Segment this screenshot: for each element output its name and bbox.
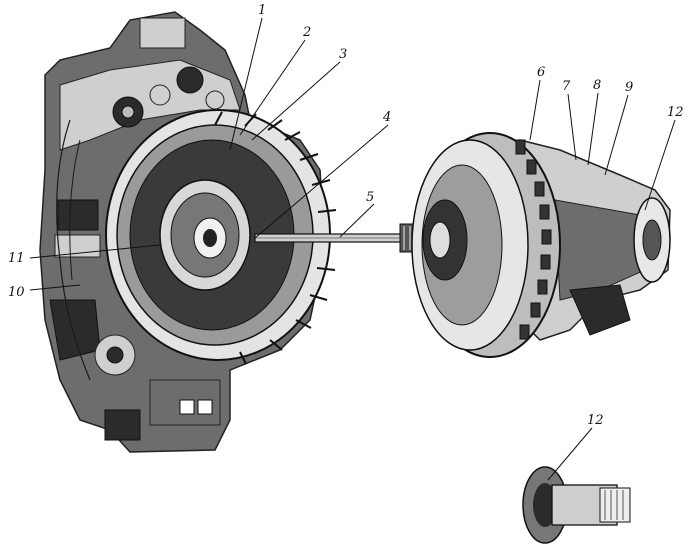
callout-7: 7 <box>562 79 571 94</box>
callout-12-top: 12 <box>667 105 684 120</box>
converter-teeth <box>515 139 552 340</box>
callout-9: 9 <box>625 80 633 95</box>
callout-labels: 1 2 3 4 5 6 7 8 9 12 11 10 12 <box>8 3 684 428</box>
callout-10: 10 <box>8 285 25 300</box>
callout-2: 2 <box>302 25 311 40</box>
callout-12-bottom: 12 <box>587 413 604 428</box>
detail-part-12 <box>522 466 631 544</box>
callout-6: 6 <box>537 65 545 80</box>
bell-housing <box>105 109 331 361</box>
callout-4: 4 <box>382 110 391 125</box>
callout-8: 8 <box>593 78 601 93</box>
transmission-unit <box>411 132 671 358</box>
callout-1: 1 <box>258 3 266 18</box>
callout-11: 11 <box>8 251 25 266</box>
callout-5: 5 <box>366 190 374 205</box>
leader-lines <box>29 17 676 481</box>
callout-3: 3 <box>339 47 347 62</box>
